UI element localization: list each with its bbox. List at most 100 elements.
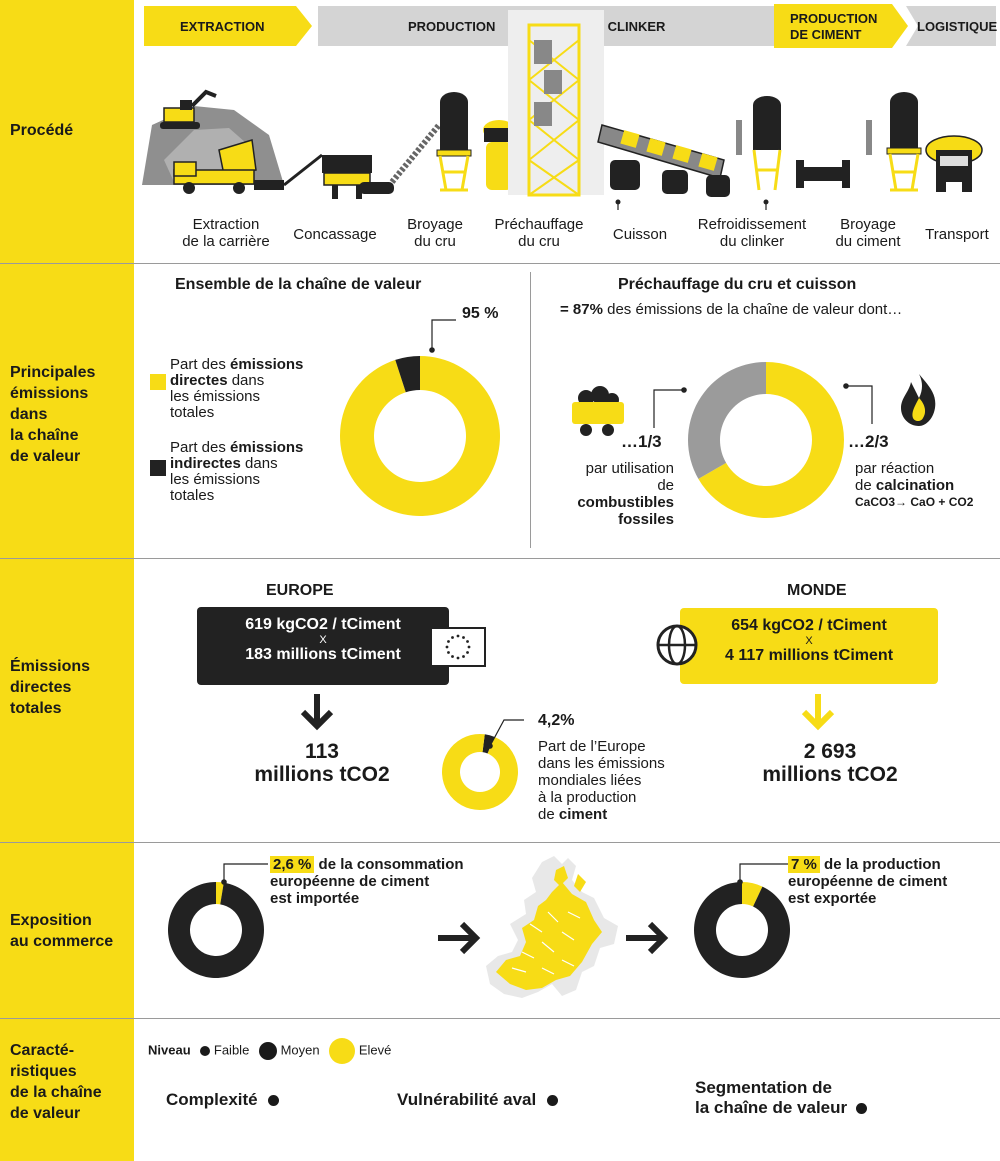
import-text: 2,6 % de la consommation européenne de c… bbox=[270, 856, 464, 907]
preheat-left-fraction: …1/3 bbox=[621, 432, 662, 451]
europe-map bbox=[486, 856, 618, 998]
level-dot-faible bbox=[546, 1095, 558, 1107]
cement-mill-icon bbox=[796, 120, 872, 188]
vulnerabilite-label: Vulnérabilité aval bbox=[397, 1090, 558, 1110]
niveau-legend: Niveau Faible Moyen Elevé bbox=[148, 1038, 391, 1064]
pointer-line bbox=[487, 719, 524, 749]
preheater-silo-icon bbox=[483, 120, 515, 190]
right-arrow-icon bbox=[626, 921, 669, 955]
value-chain-title: Ensemble de la chaîne de valeur bbox=[175, 276, 422, 293]
down-arrow-icon bbox=[801, 694, 835, 731]
segmentation-label: Segmentation de la chaîne de valeur bbox=[695, 1078, 867, 1118]
excavator-icon bbox=[160, 89, 217, 129]
legend-indirect-swatch bbox=[150, 460, 166, 476]
eu-star bbox=[466, 651, 469, 654]
level-dot-faible bbox=[855, 1103, 867, 1115]
banner-logistique-arrow bbox=[906, 6, 996, 46]
coal-cart-icon bbox=[572, 386, 624, 436]
level-dot-moyen bbox=[258, 1042, 277, 1060]
eu-star bbox=[456, 656, 460, 660]
right-arrow-icon bbox=[438, 921, 481, 955]
kiln-icon bbox=[597, 124, 730, 197]
eu-flag-icon bbox=[430, 627, 486, 667]
banner-production-arrow bbox=[318, 6, 904, 46]
banner-extraction-label: EXTRACTION bbox=[180, 19, 265, 34]
preheat-left-text: par utilisation de combustibles fossiles bbox=[577, 460, 674, 528]
preheat-right-text: par réaction de calcination CaCO3→ CaO +… bbox=[855, 460, 974, 509]
dump-truck-icon bbox=[173, 139, 257, 194]
conveyor bbox=[359, 182, 394, 194]
eu-star bbox=[467, 645, 471, 649]
conveyor bbox=[254, 180, 284, 190]
donut-value-chain bbox=[340, 356, 500, 516]
eu-star bbox=[462, 636, 465, 639]
down-arrow-icon bbox=[300, 694, 334, 731]
europe-share-pct: 4,2% bbox=[538, 712, 575, 729]
monde-heading: MONDE bbox=[787, 582, 847, 599]
section-label-procede: Procédé bbox=[10, 122, 74, 139]
raw-mill-icon bbox=[436, 92, 472, 192]
slice-calcination bbox=[698, 362, 844, 518]
separator bbox=[0, 842, 1000, 843]
export-text: 7 % de la production européenne de cimen… bbox=[788, 856, 948, 907]
donut-export bbox=[694, 882, 790, 978]
banner-ciment-arrow bbox=[774, 4, 908, 48]
pointer-line bbox=[221, 863, 268, 885]
sidebar bbox=[0, 0, 134, 1161]
donut-import bbox=[168, 882, 264, 978]
slice-indirect bbox=[395, 356, 420, 393]
donut-preheat bbox=[688, 362, 844, 518]
pointer-line bbox=[429, 319, 456, 353]
slice-exported bbox=[742, 882, 763, 907]
preheat-right-fraction: …2/3 bbox=[848, 432, 889, 451]
pointer-line bbox=[653, 387, 687, 428]
separator bbox=[0, 558, 1000, 559]
level-dot-faible bbox=[268, 1095, 280, 1107]
europe-calc-box: 619 kgCO2 / tCiment X 183 millions tCime… bbox=[197, 607, 449, 685]
pointer-line bbox=[843, 383, 873, 424]
pointer-line bbox=[737, 863, 788, 885]
stage-label-transport: Transport bbox=[925, 226, 989, 243]
eu-star bbox=[445, 645, 449, 649]
slice-imported bbox=[216, 882, 224, 905]
eu-star bbox=[456, 634, 460, 638]
eu-star bbox=[447, 640, 450, 643]
separator-vertical bbox=[530, 272, 531, 548]
eu-region bbox=[496, 882, 602, 990]
cement-silo-icon bbox=[886, 92, 922, 192]
slice-fossil bbox=[688, 362, 766, 479]
separator bbox=[0, 1018, 1000, 1019]
slice-direct bbox=[340, 356, 500, 516]
banner-logistique-label: LOGISTIQUE bbox=[917, 19, 998, 34]
eu-star bbox=[451, 636, 454, 639]
banner-clinker-label: DE CLINKER bbox=[586, 19, 666, 34]
slice-domestic bbox=[694, 882, 790, 978]
slice-rest-world bbox=[442, 734, 518, 810]
level-dot-eleve bbox=[329, 1038, 356, 1064]
crusher-icon bbox=[322, 155, 372, 199]
process-illustration bbox=[142, 10, 983, 210]
value-chain-pct-label: 95 % bbox=[462, 305, 499, 322]
eu-star bbox=[462, 655, 465, 658]
monde-calc-box: 654 kgCO2 / tCiment X 4 117 millions tCi… bbox=[680, 608, 938, 684]
stage-label-concassage: Concassage bbox=[293, 226, 377, 243]
slice-domestic bbox=[168, 882, 264, 978]
globe-icon bbox=[656, 624, 698, 666]
legend-direct-text: Part des émissions directes dans les émi… bbox=[170, 356, 304, 421]
europe-heading: EUROPE bbox=[266, 582, 334, 599]
banner-production-label: PRODUCTION bbox=[408, 19, 496, 34]
preheater-tower-icon bbox=[508, 10, 604, 197]
legend-direct-swatch bbox=[150, 374, 166, 390]
stage-label-cuisson: Cuisson bbox=[612, 226, 668, 243]
